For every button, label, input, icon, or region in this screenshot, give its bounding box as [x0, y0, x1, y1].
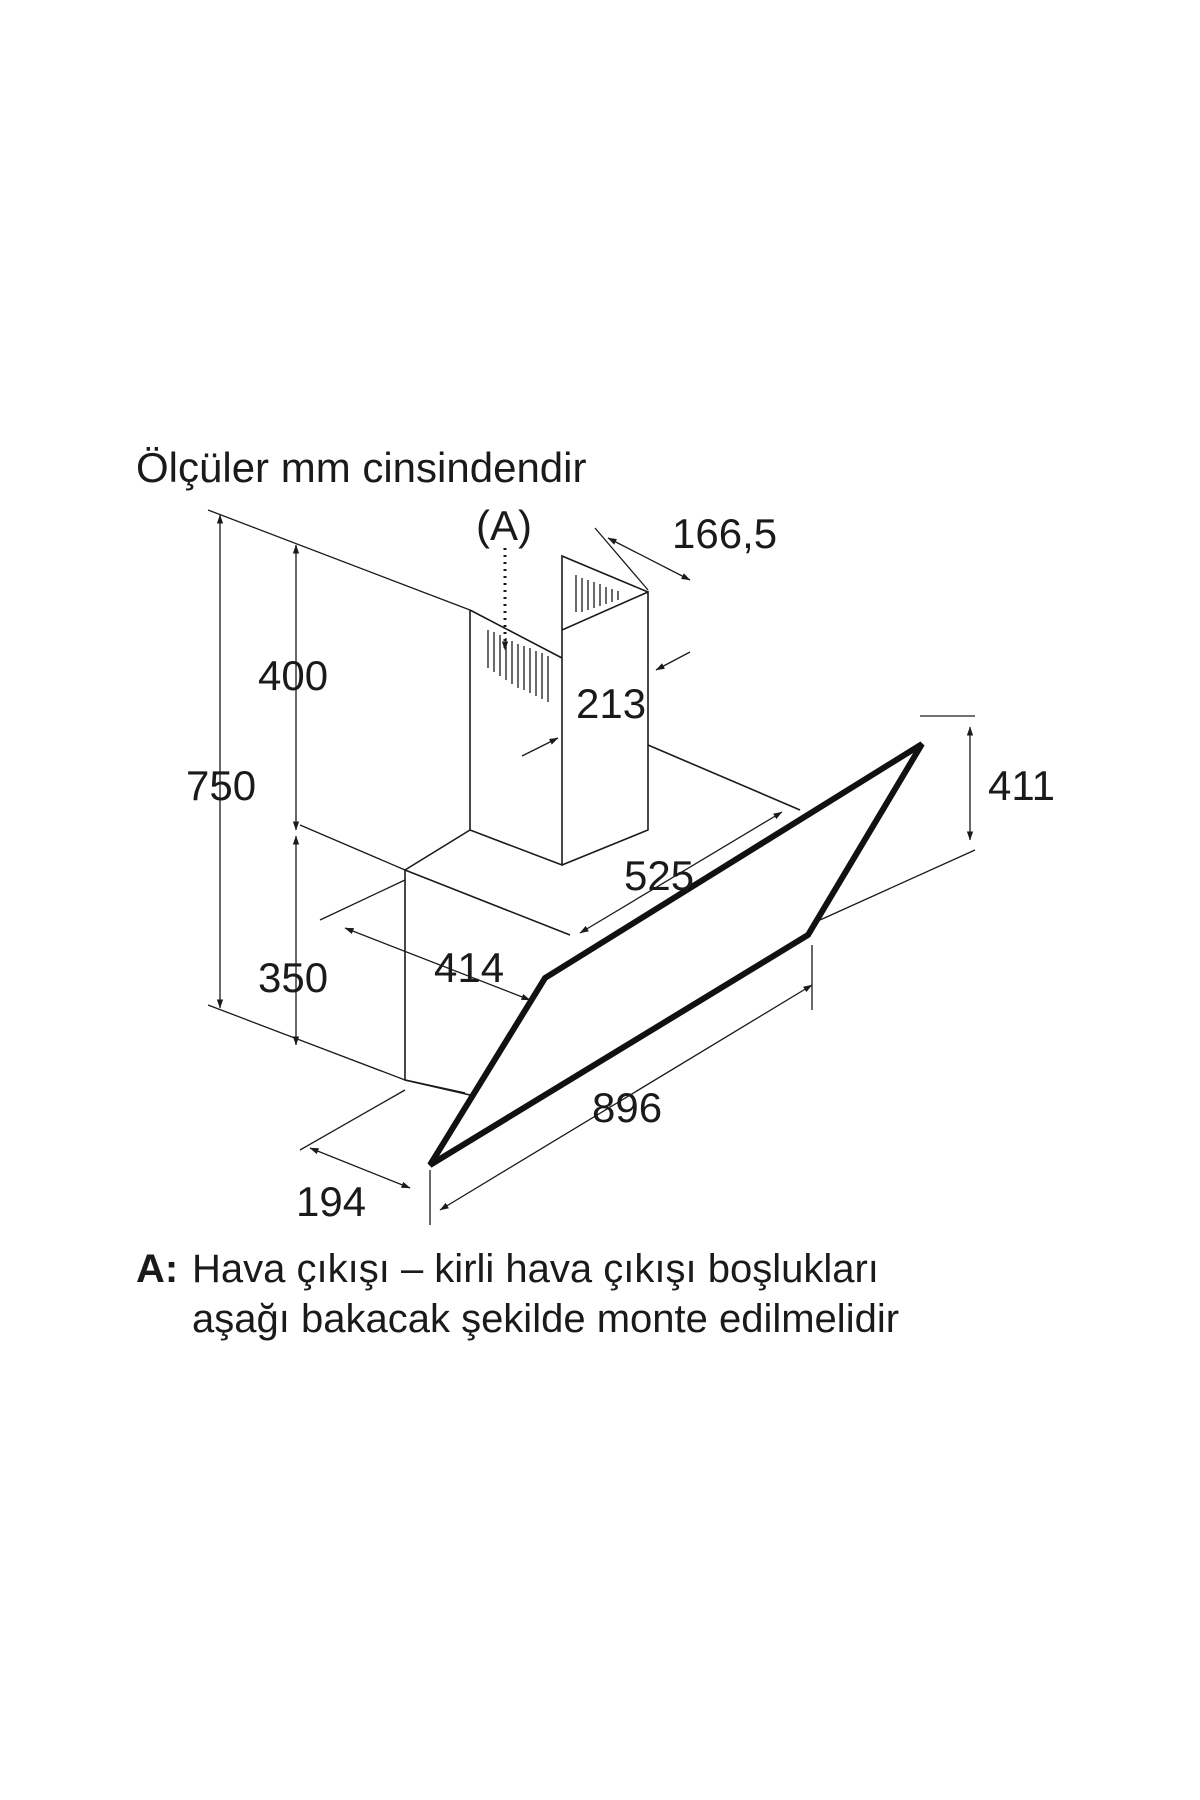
outlet-marker-label: (A): [476, 502, 532, 549]
body-top-left: [404, 829, 471, 871]
label-194: 194: [296, 1178, 366, 1225]
label-213: 213: [576, 680, 646, 727]
label-525: 525: [624, 852, 694, 899]
note-key: A:: [136, 1247, 178, 1291]
dim-213-line-b: [521, 737, 559, 757]
label-414: 414: [434, 944, 504, 991]
note-line-1: Hava çıkışı – kirli hava çıkışı boşlukla…: [192, 1247, 879, 1291]
chimney-left-face: [469, 610, 563, 867]
dim-1665-line: [607, 537, 691, 581]
vent-slots-back: [575, 575, 619, 612]
label-896: 896: [592, 1084, 662, 1131]
body-bottom-edge: [404, 1079, 466, 1094]
chimney-back-edge: [561, 554, 649, 630]
chimney-right-face: [561, 590, 649, 866]
body-top-back: [647, 744, 801, 811]
dim-896-line: [439, 984, 813, 1211]
vent-slots-left: [487, 630, 549, 702]
dim-213-line-a: [655, 651, 691, 671]
label-400: 400: [258, 652, 328, 699]
label-350: 350: [258, 954, 328, 1001]
label-750: 750: [186, 762, 256, 809]
dimension-arrows: [216, 514, 974, 1211]
label-166-5: 166,5: [672, 510, 777, 557]
units-title: Ölçüler mm cinsindendir: [136, 444, 586, 491]
dim-194-line: [309, 1147, 411, 1189]
label-411: 411: [988, 762, 1055, 809]
dim-525-line: [579, 811, 783, 934]
note-line-2: aşağı bakacak şekilde monte edilmelidir: [192, 1297, 899, 1341]
